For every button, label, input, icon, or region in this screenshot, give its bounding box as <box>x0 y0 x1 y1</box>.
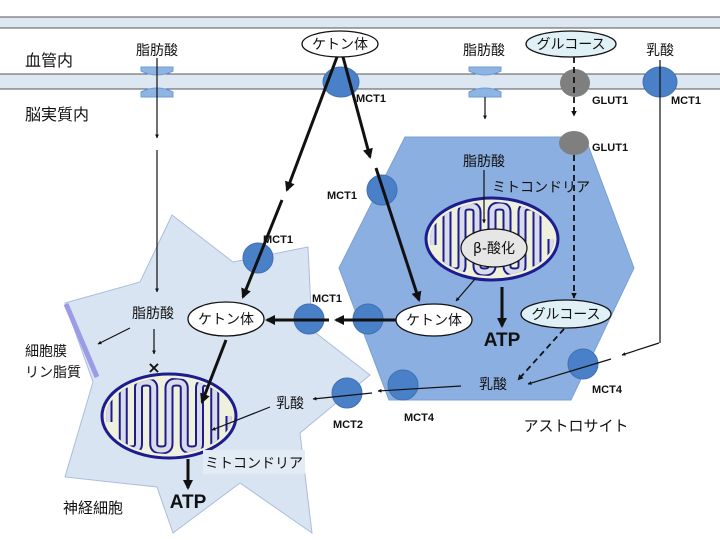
vessel-wall <box>0 16 720 90</box>
blocked-x-mark: × <box>147 358 160 377</box>
mct1-astrocyte-top-label: MCT1 <box>327 190 357 202</box>
astrocyte-mitochondria-label: ミトコンドリア <box>492 180 590 196</box>
astrocyte-glucose-label: グルコース <box>531 307 600 323</box>
membrane-phospholipid-bar <box>63 303 100 378</box>
astrocyte-glucose-bubble <box>520 299 612 329</box>
mct4-left-label: MCT4 <box>404 412 435 424</box>
vessel-fatty-acid-1-label: 脂肪酸 <box>136 43 178 59</box>
vessel-fatty-acid-2-label: 脂肪酸 <box>463 43 505 59</box>
region-label-brain: 脳実質内 <box>25 105 89 124</box>
neuron-ketone-bubble <box>187 301 265 337</box>
beta-oxidation-label: β-酸化 <box>473 241 515 257</box>
vessel-lactate-label: 乳酸 <box>646 43 674 59</box>
region-label-blood: 血管内 <box>25 51 73 70</box>
neuron-atp-label: ATP <box>170 492 207 513</box>
astrocyte-lactate-label: 乳酸 <box>479 377 507 393</box>
vessel-glucose-bubble <box>525 30 617 58</box>
mct1-vessel-ketone-label: MCT1 <box>356 93 386 105</box>
membrane-label-line1: 細胞膜 <box>25 344 67 360</box>
astrocyte-name-label: アストロサイト <box>523 417 628 435</box>
glut1-astrocyte <box>559 131 589 155</box>
neuron-fatty-acid-label: 脂肪酸 <box>132 306 174 322</box>
neuron-lactate-label: 乳酸 <box>276 396 304 412</box>
neuron-mitochondria-label: ミトコンドリア <box>205 456 303 472</box>
vessel-glucose-label: グルコース <box>536 37 605 53</box>
mct2-neuron <box>331 377 363 409</box>
neuron-mitochondria-label-bg <box>203 450 305 474</box>
mct4-astrocyte-right <box>567 348 599 380</box>
mct4-right-label: MCT4 <box>592 384 623 396</box>
vessel-ketone-bubble <box>301 30 379 58</box>
mct4-astrocyte-left <box>387 369 419 401</box>
beta-oxidation-bubble <box>460 228 528 268</box>
fatty-acid-channel-2 <box>468 66 502 98</box>
glut1-astrocyte-label: GLUT1 <box>592 142 628 154</box>
pathway-arrows <box>97 56 661 491</box>
vessel-ketone-label: ケトン体 <box>312 37 368 53</box>
mct1-vessel-lactate-label: MCT1 <box>671 95 701 107</box>
neuron-name-label: 神経細胞 <box>63 499 123 517</box>
neuron-cell <box>64 214 371 535</box>
glut1-vessel-label: GLUT1 <box>592 95 628 107</box>
astrocyte-fatty-acid-label: 脂肪酸 <box>463 154 505 170</box>
membrane-label-line2: リン脂質 <box>25 365 81 381</box>
astrocyte-ketone-label: ケトン体 <box>406 313 462 329</box>
glut1-vessel <box>560 69 590 97</box>
neuron-mitochondrion <box>100 372 238 460</box>
mct1-neuron-side-label: MCT1 <box>312 293 342 305</box>
mct2-label: MCT2 <box>333 419 363 431</box>
astrocyte-atp-label: ATP <box>484 330 521 351</box>
neuron-ketone-label: ケトン体 <box>198 312 254 328</box>
mct1-neuron-top-label: MCT1 <box>263 234 293 246</box>
